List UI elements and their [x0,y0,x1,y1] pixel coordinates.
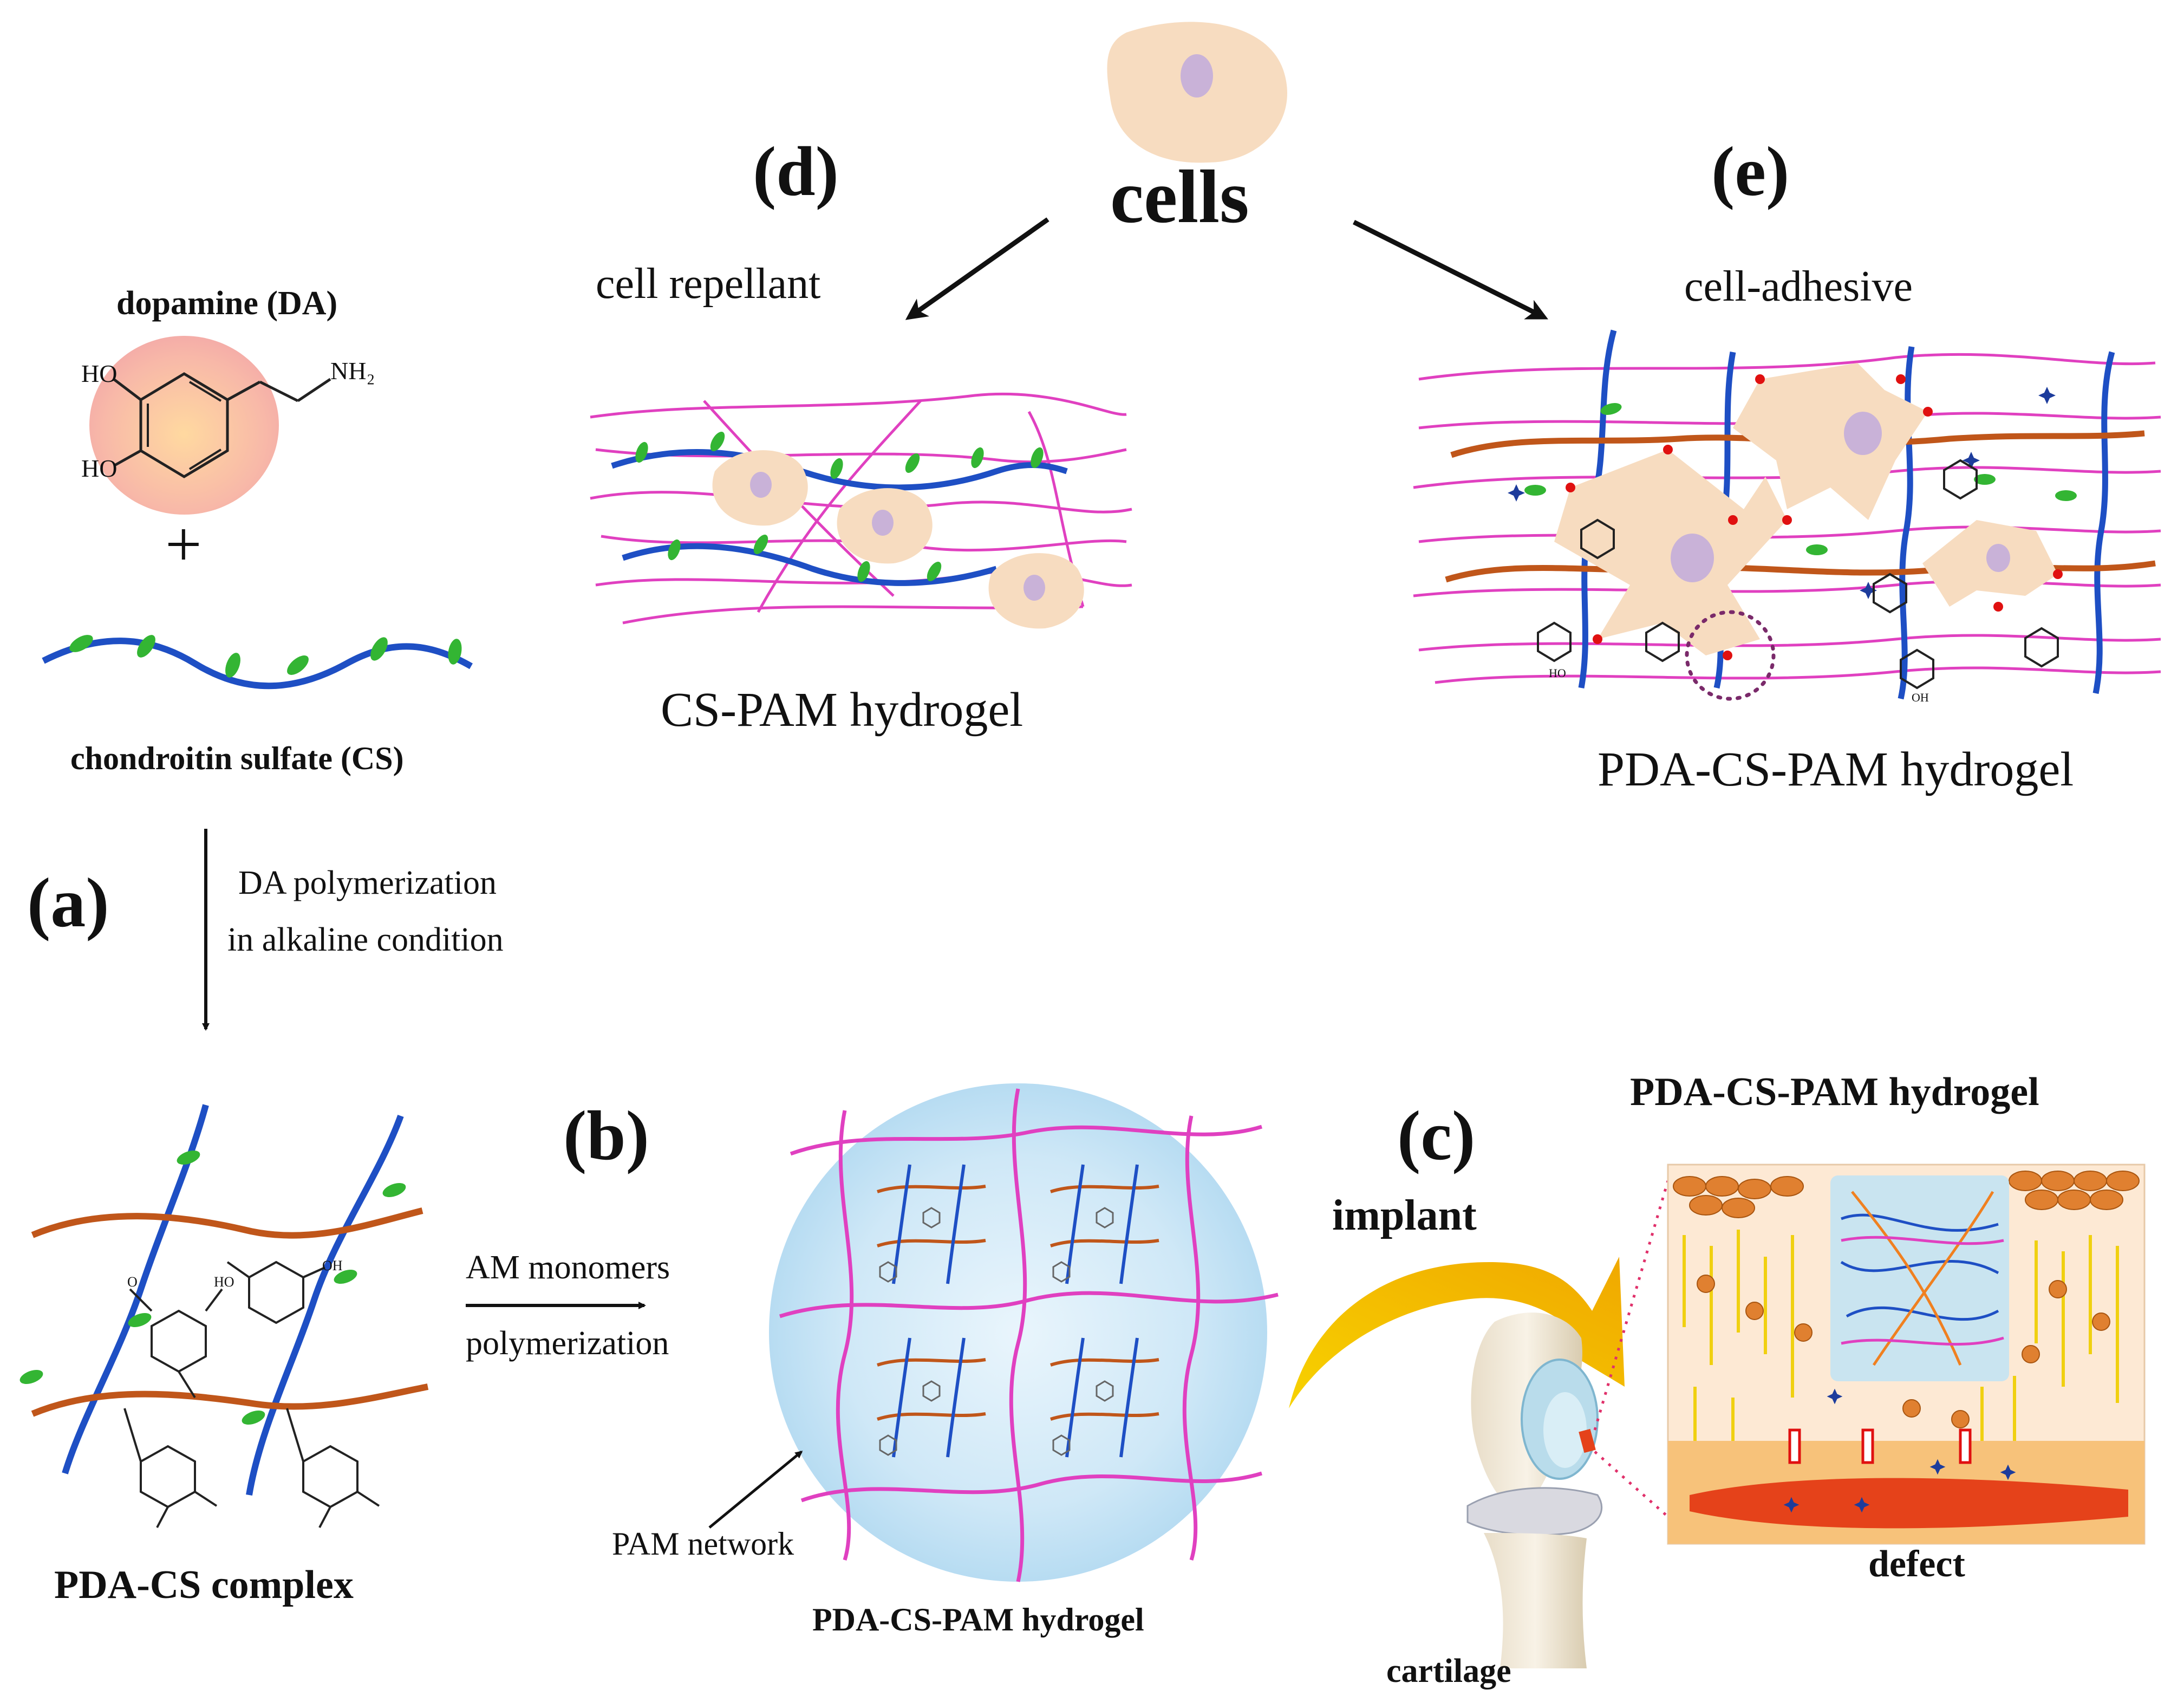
pda-cs-pam-e-label: PDA-CS-PAM hydrogel [1598,743,2074,796]
dopamine-structure: HO HO NH₂ [81,336,375,515]
arrow-to-adhesive [1352,219,1548,320]
step-da-line1: DA polymerization [238,865,497,901]
cs-chain-icon [42,631,473,690]
hydrogel-sphere [769,1083,1279,1582]
panel-label-b: (b) [563,1097,649,1175]
plus-sign: + [165,508,202,580]
cs-label: chondroitin sulfate (CS) [70,740,404,776]
hydrogel-b-label: PDA-CS-PAM hydrogel [812,1602,1144,1637]
pda-cs-pam-adhesive-diagram: HO OH [1413,329,2161,704]
ho-group-bottom: HO [81,454,117,482]
step-da-line2: in alkaline condition [227,921,504,958]
pda-cs-pam-c-label: PDA-CS-PAM hydrogel [1630,1070,2039,1114]
cs-pam-hydrogel-label: CS-PAM hydrogel [661,683,1023,737]
panel-label-c: (c) [1397,1097,1475,1175]
cell-repellant-label: cell repellant [596,260,820,308]
ho-group-top: HO [81,360,117,387]
cs-pam-hydrogel-diagram [590,392,1132,629]
panel-label-d: (d) [753,133,839,211]
zoom-line-top [1593,1180,1670,1431]
step-am-line2: polymerization [466,1325,669,1362]
complex-o-label: O [127,1274,138,1290]
pam-network-label: PAM network [612,1526,794,1562]
defect-label: defect [1868,1543,1965,1585]
cell-adhesive-label: cell-adhesive [1684,263,1913,310]
pam-network-pointer [708,1451,803,1529]
arrow-to-repellant [905,217,1049,320]
adhesive-ho-label: HO [1549,666,1566,680]
defect-zoom-panel [1667,1164,2146,1545]
implant-arrow [1289,1257,1625,1408]
panel-label-a: (a) [27,864,109,942]
panel-label-e: (e) [1711,133,1789,211]
zoom-line-bottom [1594,1451,1669,1518]
complex-ho-label: HO [214,1274,234,1290]
cell-icon-top [1107,22,1288,163]
knee-joint-illustration [1466,1312,1603,1668]
implant-label: implant [1332,1192,1477,1239]
cells-title: cells [1110,155,1249,239]
adhesive-oh-label: OH [1912,691,1929,704]
step-am-line1: AM monomers [466,1249,670,1286]
nh2-group: NH₂ [330,357,375,385]
dopamine-label: dopamine (DA) [116,285,337,322]
complex-oh-label: OH [322,1258,343,1273]
pda-cs-complex-diagram: OH HO O [18,1104,429,1528]
complex-label: PDA-CS complex [54,1563,354,1607]
cartilage-label: cartilage [1386,1653,1511,1689]
